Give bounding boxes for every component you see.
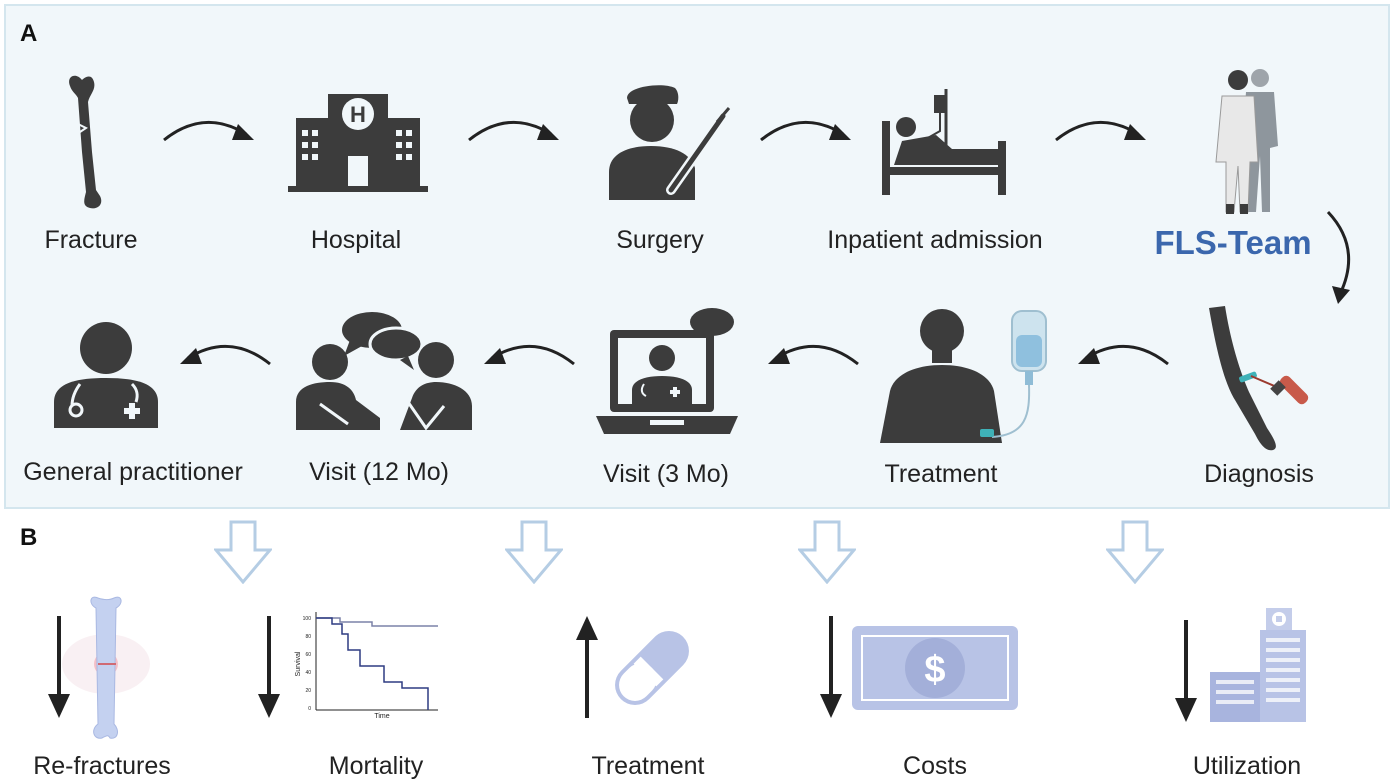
step-label-diagnosis: Diagnosis bbox=[1204, 460, 1314, 488]
dollar-sign: $ bbox=[924, 649, 945, 691]
y-tick-label: 100 bbox=[303, 616, 312, 622]
hollow-down-arrow-icon bbox=[798, 520, 856, 584]
step-label-fls-team: FLS-Team bbox=[1154, 224, 1312, 261]
surgeon-icon bbox=[605, 82, 735, 202]
outcome-label-utilization: Utilization bbox=[1192, 752, 1302, 780]
hollow-down-arrow-icon bbox=[1106, 520, 1164, 584]
survival-x-label: Time bbox=[374, 713, 389, 720]
increase-arrow-icon bbox=[574, 614, 600, 718]
hollow-down-arrow-icon bbox=[214, 520, 272, 584]
outcome-label-treatment: Treatment bbox=[591, 752, 705, 780]
outcome-label-refractures: Re-fractures bbox=[33, 752, 171, 780]
arrow-right-icon bbox=[160, 112, 260, 148]
decrease-arrow-icon bbox=[1173, 620, 1199, 724]
arrow-right-icon bbox=[465, 112, 565, 148]
arrow-down-curved-icon bbox=[1322, 208, 1362, 308]
decrease-arrow-icon bbox=[818, 616, 844, 720]
hospital-bed-icon bbox=[882, 85, 1012, 197]
step-label-inpatient: Inpatient admission bbox=[827, 226, 1043, 254]
arrow-right-icon bbox=[1052, 112, 1152, 148]
pill-icon bbox=[604, 620, 700, 716]
doctors-team-icon bbox=[1208, 66, 1288, 220]
step-label-visit-12mo: Visit (12 Mo) bbox=[309, 458, 449, 486]
doctor-icon bbox=[50, 318, 162, 430]
arrow-left-icon bbox=[174, 336, 274, 372]
decrease-arrow-icon bbox=[256, 616, 282, 720]
outcome-label-costs: Costs bbox=[903, 752, 967, 780]
y-tick-label: 40 bbox=[305, 670, 311, 676]
step-label-general-practitioner: General practitioner bbox=[23, 458, 243, 486]
conversation-icon bbox=[296, 310, 476, 432]
broken-bone-icon bbox=[62, 72, 112, 212]
y-tick-label: 80 bbox=[305, 634, 311, 640]
step-label-surgery: Surgery bbox=[616, 226, 704, 254]
panel-b-letter: B bbox=[20, 524, 38, 551]
step-label-visit-3mo: Visit (3 Mo) bbox=[603, 460, 729, 488]
svg-text:H: H bbox=[350, 102, 366, 127]
panel-a-letter: A bbox=[20, 20, 38, 47]
outcome-label-mortality: Mortality bbox=[328, 752, 424, 780]
hospital-icon: H bbox=[288, 90, 428, 192]
step-label-treatment: Treatment bbox=[884, 460, 998, 488]
arrow-right-icon bbox=[757, 112, 857, 148]
iv-treatment-icon bbox=[880, 305, 1050, 443]
telemedicine-laptop-icon bbox=[596, 304, 738, 434]
money-bill-icon: $ bbox=[852, 626, 1018, 710]
blood-test-icon bbox=[1207, 304, 1317, 452]
decrease-arrow-icon bbox=[46, 616, 72, 720]
step-label-fracture: Fracture bbox=[44, 226, 138, 254]
y-tick-label: 20 bbox=[305, 688, 311, 694]
healed-bone-icon bbox=[60, 594, 152, 740]
survival-curve-plot: 100 80 60 40 20 0 Survival Time bbox=[292, 606, 442, 722]
survival-y-label: Survival bbox=[295, 651, 302, 676]
arrow-left-icon bbox=[478, 336, 578, 372]
arrow-left-icon bbox=[1072, 336, 1172, 372]
y-tick-label: 60 bbox=[305, 652, 311, 658]
y-tick-label: 0 bbox=[308, 706, 311, 712]
hollow-down-arrow-icon bbox=[505, 520, 563, 584]
step-label-hospital: Hospital bbox=[310, 226, 402, 254]
arrow-left-icon bbox=[762, 336, 862, 372]
hospital-building-icon bbox=[1210, 606, 1314, 722]
